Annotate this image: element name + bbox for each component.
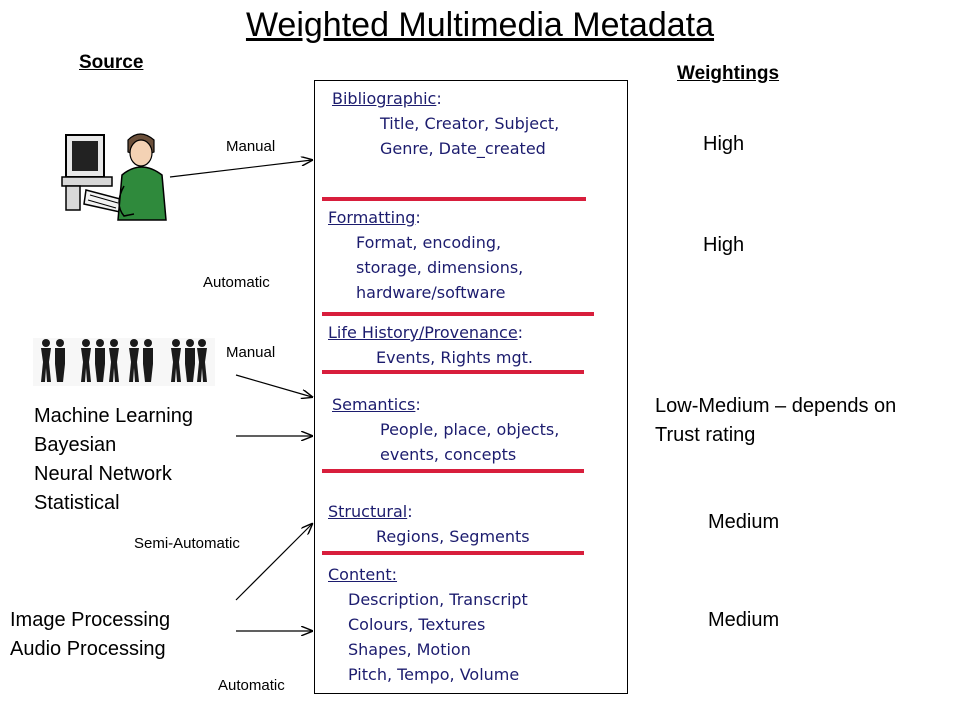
- structural-heading: Structural: [328, 502, 408, 521]
- method-neural-network: Neural Network: [34, 463, 172, 485]
- semantics-line: events, concepts: [380, 445, 517, 464]
- processing-methods-list: Image Processing Audio Processing: [10, 606, 170, 664]
- content-line: Description, Transcript: [348, 590, 528, 609]
- arrow-manual-1: [169, 160, 312, 178]
- weighting-structural: Medium: [708, 511, 780, 533]
- label-semi-automatic: Semi-Automatic: [134, 535, 240, 552]
- metadata-life-history: Life History/Provenance: Events, Rights …: [328, 320, 533, 370]
- semantics-heading: Semantics: [332, 395, 416, 414]
- life-history-heading: Life History/Provenance: [328, 323, 518, 342]
- person-at-computer-icon: [61, 133, 167, 221]
- weighting-semantics-line: Low-Medium – depends on: [655, 395, 897, 417]
- formatting-line: storage, dimensions,: [356, 258, 524, 277]
- arrow-manual-2: [235, 374, 312, 397]
- bibliographic-line: Title, Creator, Subject,: [380, 114, 560, 133]
- metadata-semantics: Semantics: People, place, objects, event…: [332, 392, 559, 467]
- content-line: Shapes, Motion: [348, 640, 471, 659]
- formatting-line: Format, encoding,: [356, 233, 502, 252]
- arrow-semi-automatic: [235, 524, 312, 601]
- ml-methods-list: Machine Learning Bayesian Neural Network…: [34, 402, 193, 518]
- metadata-formatting: Formatting: Format, encoding, storage, d…: [328, 205, 523, 305]
- method-audio-processing: Audio Processing: [10, 638, 166, 660]
- metadata-box: [314, 80, 628, 694]
- weighting-bibliographic: High: [703, 133, 745, 155]
- method-machine-learning: Machine Learning: [34, 405, 193, 427]
- weighting-content: Medium: [708, 609, 780, 631]
- separators: [322, 197, 594, 555]
- weighting-formatting: High: [703, 234, 745, 256]
- label-manual-2: Manual: [226, 344, 276, 361]
- semantics-line: People, place, objects,: [380, 420, 560, 439]
- metadata-structural: Structural: Regions, Segments: [328, 499, 530, 549]
- method-statistical: Statistical: [34, 492, 120, 514]
- content-line: Pitch, Tempo, Volume: [348, 665, 520, 684]
- bibliographic-heading: Bibliographic: [332, 89, 437, 108]
- weightings-heading: Weightings: [677, 63, 780, 84]
- method-image-processing: Image Processing: [10, 609, 171, 631]
- weighting-semantics: Low-Medium – depends on Trust rating: [655, 392, 896, 450]
- page-title: Weighted Multimedia Metadata: [245, 6, 715, 44]
- label-manual-1: Manual: [226, 138, 276, 155]
- metadata-bibliographic: Bibliographic: Title, Creator, Subject, …: [332, 86, 559, 161]
- life-history-line: Events, Rights mgt.: [376, 348, 533, 367]
- label-automatic-1: Automatic: [203, 274, 270, 291]
- arrows: [169, 160, 312, 631]
- source-heading: Source: [79, 52, 144, 73]
- content-heading: Content:: [328, 565, 398, 584]
- content-line: Colours, Textures: [348, 615, 486, 634]
- metadata-content: Content: Description, Transcript Colours…: [328, 562, 528, 687]
- people-group-icon: [33, 338, 215, 386]
- bibliographic-line: Genre, Date_created: [380, 139, 546, 158]
- structural-line: Regions, Segments: [376, 527, 530, 546]
- method-bayesian: Bayesian: [34, 434, 117, 456]
- weighting-semantics-line: Trust rating: [655, 424, 756, 446]
- formatting-heading: Formatting: [328, 208, 416, 227]
- formatting-line: hardware/software: [356, 283, 506, 302]
- label-automatic-2: Automatic: [218, 677, 285, 694]
